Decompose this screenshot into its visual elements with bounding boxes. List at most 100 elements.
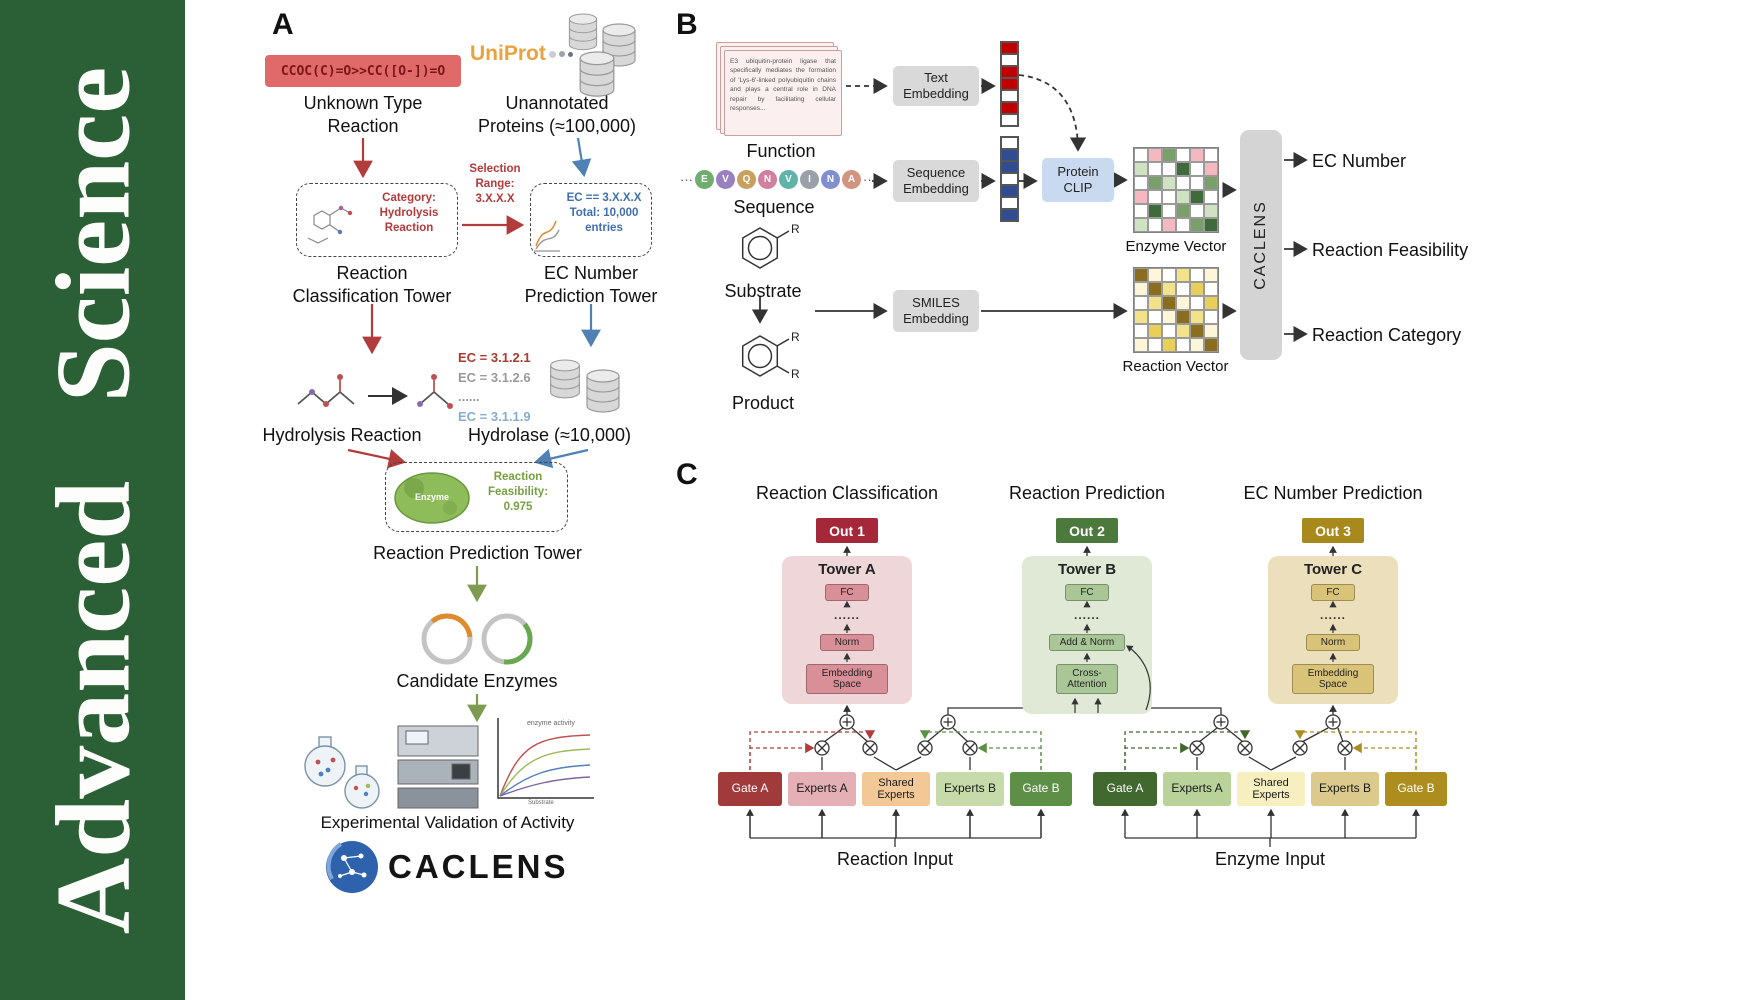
residue-circle: Q (737, 170, 756, 189)
tower-c-title: Tower C (1303, 561, 1363, 578)
flask-icons (304, 736, 380, 809)
classification-tower-label: Reaction Classification Tower (292, 263, 452, 307)
hplc-instrument-icon (397, 725, 479, 809)
ec-dashed-box (530, 183, 652, 257)
matrix-cell (1134, 338, 1148, 352)
matrix-cell (1001, 114, 1018, 126)
selection-range-note: Selection Range: 3.X.X.X (469, 163, 521, 205)
matrix-cell (1204, 296, 1218, 310)
plot-xlabel: Substrate (528, 800, 554, 806)
matrix-cell (1148, 162, 1162, 176)
feasibility-note: Reaction Feasibility: 0.975 (487, 471, 549, 513)
matrix-cell (1148, 282, 1162, 296)
residue-circle: A (842, 170, 861, 189)
product-r1-label: R (791, 330, 800, 344)
matrix-cell (1190, 324, 1204, 338)
ellipsis-right: ··· (863, 172, 876, 187)
matrix-cell (1001, 149, 1018, 161)
classification-dashed-box (296, 183, 458, 257)
matrix-cell (1204, 162, 1218, 176)
matrix-cell (1190, 296, 1204, 310)
substrate-label: Substrate (724, 281, 802, 301)
matrix-cell (1204, 338, 1218, 352)
matrix-cell (1134, 324, 1148, 338)
title-reaction-classification: Reaction Classification (755, 483, 939, 503)
reaction-vector-matrix (1133, 267, 1219, 353)
journal-sidebar: Advanced Science (0, 0, 185, 1000)
tower-b-title: Tower B (1057, 561, 1117, 578)
matrix-cell (1176, 324, 1190, 338)
sequence-embedding-vector (1000, 136, 1019, 222)
panel-c-wires (746, 545, 1420, 847)
matrix-cell (1148, 204, 1162, 218)
matrix-cell (1176, 176, 1190, 190)
uniprot-dot-icon (548, 50, 556, 58)
uniprot-wordmark: UniProt (470, 42, 546, 65)
matrix-cell (1148, 176, 1162, 190)
output-ec-number: EC Number (1312, 151, 1407, 171)
unannotated-proteins-label: Unannotated Proteins (≈100,000) (478, 93, 636, 137)
function-text: E3 ubiquitin-protein ligase that specifi… (730, 58, 836, 113)
smiles-reaction-box: CCOC(C)=O>>CC([O-])=O (265, 55, 461, 87)
gate-b-left-box: Gate B (1010, 772, 1072, 806)
molecule-doodle (307, 205, 353, 244)
matrix-cell (1162, 282, 1176, 296)
smiles-embedding-box: SMILES Embedding (893, 290, 979, 332)
matrix-cell (1134, 282, 1148, 296)
reaction-input-label: Reaction Input (836, 849, 954, 869)
protein-clip-box: Protein CLIP (1042, 158, 1114, 202)
matrix-cell (1148, 148, 1162, 162)
out1-box: Out 1 (816, 518, 878, 543)
matrix-cell (1134, 162, 1148, 176)
matrix-cell (1204, 282, 1218, 296)
output-reaction-category: Reaction Category (1312, 325, 1462, 345)
matrix-cell (1148, 324, 1162, 338)
matrix-cell (1190, 148, 1204, 162)
enzyme-blob-icon (394, 472, 470, 524)
matrix-cell (1190, 204, 1204, 218)
matrix-cell (1162, 324, 1176, 338)
matrix-cell (1204, 148, 1218, 162)
matrix-cell (1001, 90, 1018, 102)
product-molecule-icon (741, 335, 790, 377)
substrate-molecule-icon (741, 227, 790, 269)
matrix-cell (1001, 209, 1018, 221)
plasmid-icons (421, 613, 533, 665)
residue-circle: E (695, 170, 714, 189)
tower-c-fc-box: FC (1311, 584, 1355, 601)
gate-a-left-box: Gate A (718, 772, 782, 806)
database-icons-mid (550, 359, 620, 413)
matrix-cell (1204, 324, 1218, 338)
matrix-cell (1162, 176, 1176, 190)
matrix-cell (1162, 338, 1176, 352)
matrix-cell (1162, 190, 1176, 204)
experts-a-right-box: Experts A (1163, 772, 1231, 806)
category-note: Category: Hydrolysis Reaction (379, 192, 439, 234)
tower-b-cross-attention-box: Cross- Attention (1056, 664, 1118, 694)
enzyme-input-label: Enzyme Input (1214, 849, 1326, 869)
add-node (839, 714, 1341, 730)
matrix-cell (1001, 54, 1018, 66)
experts-a-left-box: Experts A (788, 772, 856, 806)
matrix-cell (1204, 268, 1218, 282)
product-label: Product (731, 393, 795, 413)
product-r2-label: R (791, 367, 800, 381)
panel-a-arrows (347, 137, 601, 723)
matrix-cell (1176, 310, 1190, 324)
matrix-cell (1148, 218, 1162, 232)
hydrolase-label: Hydrolase (≈10,000) (468, 425, 631, 445)
activity-plot (497, 718, 594, 799)
tower-a-dots: ...... (833, 608, 860, 622)
uniprot-logo: UniProt (470, 42, 573, 66)
panel-b-label: B (676, 8, 698, 41)
hydrolysis-molecules (297, 374, 453, 409)
out2-box: Out 2 (1056, 518, 1118, 543)
plot-title: enzyme activity (527, 720, 575, 727)
matrix-cell (1190, 218, 1204, 232)
sequence-embedding-box: Sequence Embedding (893, 160, 979, 202)
text-embedding-box: Text Embedding (893, 66, 979, 106)
matrix-cell (1134, 296, 1148, 310)
matrix-cell (1134, 204, 1148, 218)
